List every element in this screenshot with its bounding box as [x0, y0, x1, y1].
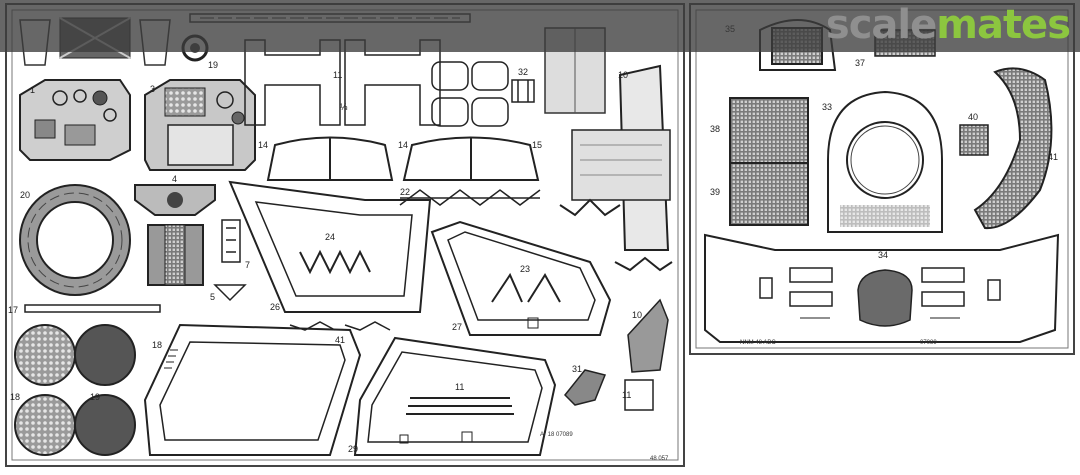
svg-text:NNM 48 ABC: NNM 48 ABC — [740, 340, 776, 346]
svg-text:31: 31 — [572, 364, 582, 374]
part-small-windows — [431, 61, 509, 127]
svg-text:14: 14 — [258, 140, 268, 150]
svg-text:29: 29 — [348, 444, 358, 454]
svg-text:23: 23 — [520, 264, 530, 274]
part-instrument-panel-1: 1 — [19, 79, 131, 161]
fret-catalog-number: 48 057 — [650, 456, 669, 462]
part-brackets-11 — [244, 39, 441, 126]
part-canopy-frame-29 — [353, 336, 557, 456]
svg-text:⅓: ⅓ — [340, 102, 348, 112]
part-33-ring-plate: 33 — [822, 90, 943, 233]
svg-text:1: 1 — [30, 85, 35, 95]
fret-marking: Ar 18 07089 — [540, 432, 573, 438]
svg-text:40: 40 — [968, 112, 978, 122]
svg-text:10: 10 — [632, 310, 642, 320]
svg-text:22: 22 — [400, 187, 410, 197]
svg-text:10: 10 — [618, 70, 628, 80]
part-32 — [511, 79, 535, 103]
svg-text:5: 5 — [210, 292, 215, 302]
part-windscreen-14 — [266, 136, 540, 181]
part-instrument-panel-3: 3 — [144, 79, 256, 171]
svg-text:38: 38 — [710, 124, 720, 134]
part-24-details — [299, 249, 371, 275]
part-canopy-frame-26 — [228, 180, 432, 313]
watermark-banner: scalemates — [0, 0, 1080, 52]
svg-text:11: 11 — [455, 382, 464, 392]
svg-text:39: 39 — [710, 187, 720, 197]
svg-text:18: 18 — [152, 340, 162, 350]
part-41-curved-mesh: 41 — [973, 67, 1058, 230]
part-31 — [563, 369, 607, 406]
part-canopy-frame-28 — [143, 323, 362, 456]
svg-text:34: 34 — [878, 250, 888, 260]
part-ring-20: 20 — [19, 184, 131, 296]
part-34-panel: 34 — [704, 233, 1060, 343]
svg-text:14: 14 — [398, 140, 408, 150]
svg-text:11: 11 — [622, 390, 631, 400]
svg-text:32: 32 — [518, 67, 528, 77]
svg-text:07089: 07089 — [920, 340, 937, 346]
svg-text:27: 27 — [452, 322, 462, 332]
svg-text:19: 19 — [90, 392, 100, 402]
svg-text:17: 17 — [8, 305, 18, 315]
part-30 — [627, 298, 669, 373]
svg-text:41: 41 — [335, 335, 345, 345]
svg-text:20: 20 — [20, 190, 30, 200]
part-22-braces — [399, 189, 541, 206]
svg-text:26: 26 — [270, 302, 280, 312]
part-mesh-38-39: 38 39 — [710, 97, 809, 226]
part-seat-4: 4 — [134, 174, 216, 286]
svg-text:33: 33 — [822, 102, 832, 112]
svg-text:15: 15 — [532, 140, 542, 150]
svg-text:18: 18 — [10, 392, 20, 402]
svg-text:4: 4 — [172, 174, 177, 184]
scalemates-logo: scalemates — [825, 2, 1071, 48]
part-canopy-frame-27 — [430, 220, 612, 336]
svg-text:37: 37 — [855, 58, 865, 68]
svg-text:24: 24 — [325, 232, 335, 242]
svg-text:3: 3 — [150, 84, 155, 94]
svg-text:19: 19 — [208, 60, 218, 70]
svg-text:11: 11 — [333, 70, 342, 80]
svg-text:7: 7 — [245, 260, 250, 270]
svg-text:41: 41 — [1048, 152, 1058, 162]
part-discs: 18 19 — [10, 324, 136, 456]
